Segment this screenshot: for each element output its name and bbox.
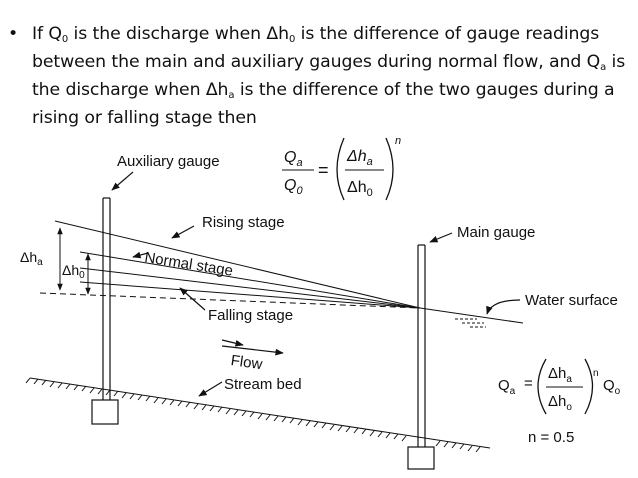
formula-right: Qa = Δha Δho n Qo	[498, 358, 621, 415]
falling-stage-label: Falling stage	[208, 307, 294, 324]
water-surface-label: Water surface	[525, 292, 618, 309]
formula-top: Qa Q0 = Δha Δh0 n	[282, 135, 401, 201]
falling-stage-line	[39, 292, 421, 309]
stream-bed-label: Stream bed	[224, 376, 302, 393]
downstream-water-line	[419, 307, 524, 324]
level-b-line	[79, 281, 421, 309]
formula-top-right-paren	[385, 137, 394, 201]
formula-top-den: Q0	[284, 177, 303, 197]
rising-stage-label: Rising stage	[202, 214, 285, 231]
formula-right-rhs: Qo	[603, 377, 621, 397]
normal-stage-leader	[132, 251, 149, 259]
bullet-line-3: the discharge when Δha is the difference…	[32, 80, 615, 101]
water-surface-lines	[39, 220, 524, 328]
formula-right-lhs: Qa	[498, 377, 516, 397]
flow-arrow-tail	[221, 339, 244, 347]
auxiliary-gauge-base	[91, 399, 119, 425]
delta-h0-label: Δh0	[62, 262, 85, 281]
formula-right-equals: =	[524, 375, 533, 392]
main-gauge-leader	[429, 232, 453, 243]
stream-bed-leader	[198, 381, 223, 397]
bullet-line-2: between the main and auxiliary gauges du…	[32, 52, 626, 73]
formula-top-num: Qa	[284, 149, 303, 169]
flow-arrow	[221, 345, 284, 356]
auxiliary-gauge-label: Auxiliary gauge	[117, 153, 220, 170]
formula-top-inner-den: Δh0	[347, 179, 373, 199]
leader-arrows	[111, 171, 521, 397]
formula-top-exponent: n	[395, 135, 401, 147]
formula-top-left-paren	[336, 137, 345, 201]
formula-right-exponent: n	[593, 368, 599, 379]
bullet-line-4: rising or falling stage then	[32, 108, 257, 128]
main-gauge-label: Main gauge	[457, 224, 536, 241]
water-ripples	[455, 318, 486, 328]
normal-stage-line	[79, 251, 421, 309]
formula-top-inner-num: Δha	[346, 148, 373, 168]
stream-bed	[25, 377, 491, 453]
stream-bed-hatching	[25, 377, 481, 453]
rising-stage-leader	[171, 225, 195, 239]
formula-right-left-paren	[537, 358, 547, 415]
auxiliary-gauge	[91, 197, 119, 425]
bullet-text: If Q0 is the discharge when Δh0 is the d…	[32, 20, 632, 132]
bullet-mark: •	[8, 24, 19, 44]
rising-stage-line	[54, 220, 421, 309]
water-surface-leader	[486, 299, 521, 315]
bullet-line-1: If Q0 is the discharge when Δh0 is the d…	[32, 24, 600, 45]
formula-right-right-paren	[584, 358, 594, 415]
formula-top-equals: =	[318, 160, 329, 180]
formula-right-inner-den: Δho	[548, 393, 572, 413]
delta-ha-label: Δha	[20, 249, 43, 268]
level-a-line	[79, 267, 421, 309]
auxiliary-gauge-leader	[111, 171, 134, 191]
n-value-label: n = 0.5	[528, 429, 575, 446]
formula-right-inner-num: Δha	[548, 365, 572, 385]
main-gauge-base	[407, 446, 435, 470]
falling-stage-leader	[179, 287, 206, 311]
main-gauge	[407, 244, 435, 470]
